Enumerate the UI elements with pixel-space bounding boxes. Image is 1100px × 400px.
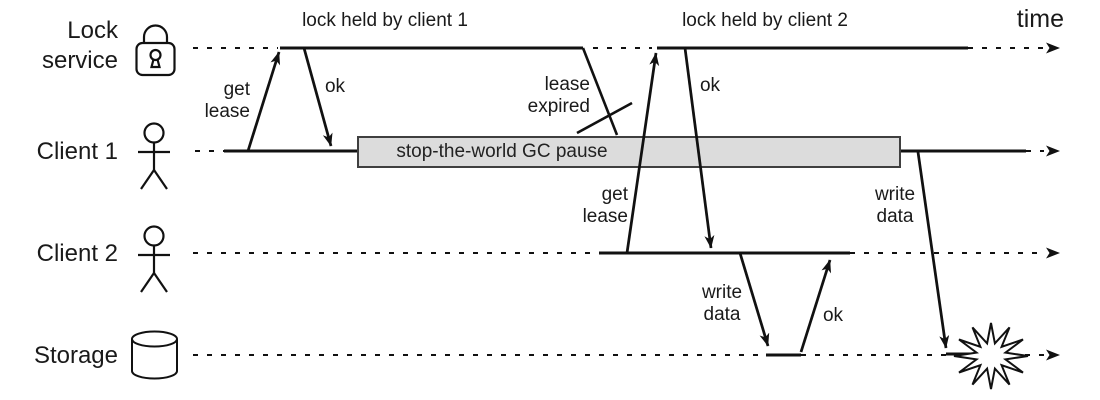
write-data-2-arrow bbox=[738, 252, 770, 347]
time-arrow-icon bbox=[1046, 42, 1060, 54]
person-icon bbox=[138, 122, 170, 190]
lane-label-client1: Client 1 bbox=[36, 138, 118, 165]
ok-2-label: ok bbox=[699, 75, 721, 96]
lane-label-lock-service: Lock service bbox=[41, 17, 118, 74]
lane-label-storage: Storage bbox=[33, 342, 118, 369]
ok-2-arrow bbox=[683, 47, 715, 249]
lock-held-by-client1-label: lock held by client 1 bbox=[302, 10, 468, 31]
ok-1-label: ok bbox=[324, 76, 346, 97]
lane-label-client2: Client 2 bbox=[36, 240, 118, 267]
write-data-1-label: write data bbox=[874, 184, 916, 227]
expiry-cross-icon bbox=[576, 101, 633, 135]
storage-timeline bbox=[193, 349, 1060, 361]
write-data-2-label: write data bbox=[701, 282, 743, 325]
get-lease-2-arrow bbox=[625, 52, 660, 254]
padlock-icon bbox=[135, 24, 176, 77]
ok-1-arrow bbox=[302, 47, 333, 147]
gc-pause-box bbox=[357, 136, 901, 168]
ok-3-arrow bbox=[799, 259, 832, 353]
person-icon bbox=[138, 225, 170, 293]
lock-service-timeline bbox=[193, 42, 1060, 54]
time-arrow-icon bbox=[1046, 349, 1060, 361]
time-arrow-icon bbox=[1046, 145, 1060, 157]
time-axis-label: time bbox=[1016, 5, 1064, 33]
time-arrow-icon bbox=[1046, 247, 1060, 259]
get-lease-1-arrow bbox=[246, 51, 281, 152]
lease-expired-mark bbox=[576, 47, 633, 136]
get-lease-1-label: get lease bbox=[204, 79, 250, 122]
database-cylinder-icon bbox=[131, 330, 178, 380]
lock-held-by-client2-label: lock held by client 2 bbox=[682, 10, 848, 31]
get-lease-2-label: get lease bbox=[582, 184, 628, 227]
write-data-1-arrow bbox=[916, 151, 950, 349]
client2-timeline bbox=[193, 247, 1060, 259]
gc-pause-label: stop-the-world GC pause bbox=[396, 141, 608, 162]
lease-expired-label: lease expired bbox=[527, 74, 590, 117]
client1-timeline bbox=[195, 145, 1060, 157]
crash-starburst-icon bbox=[953, 322, 1029, 390]
ok-3-label: ok bbox=[822, 305, 844, 326]
